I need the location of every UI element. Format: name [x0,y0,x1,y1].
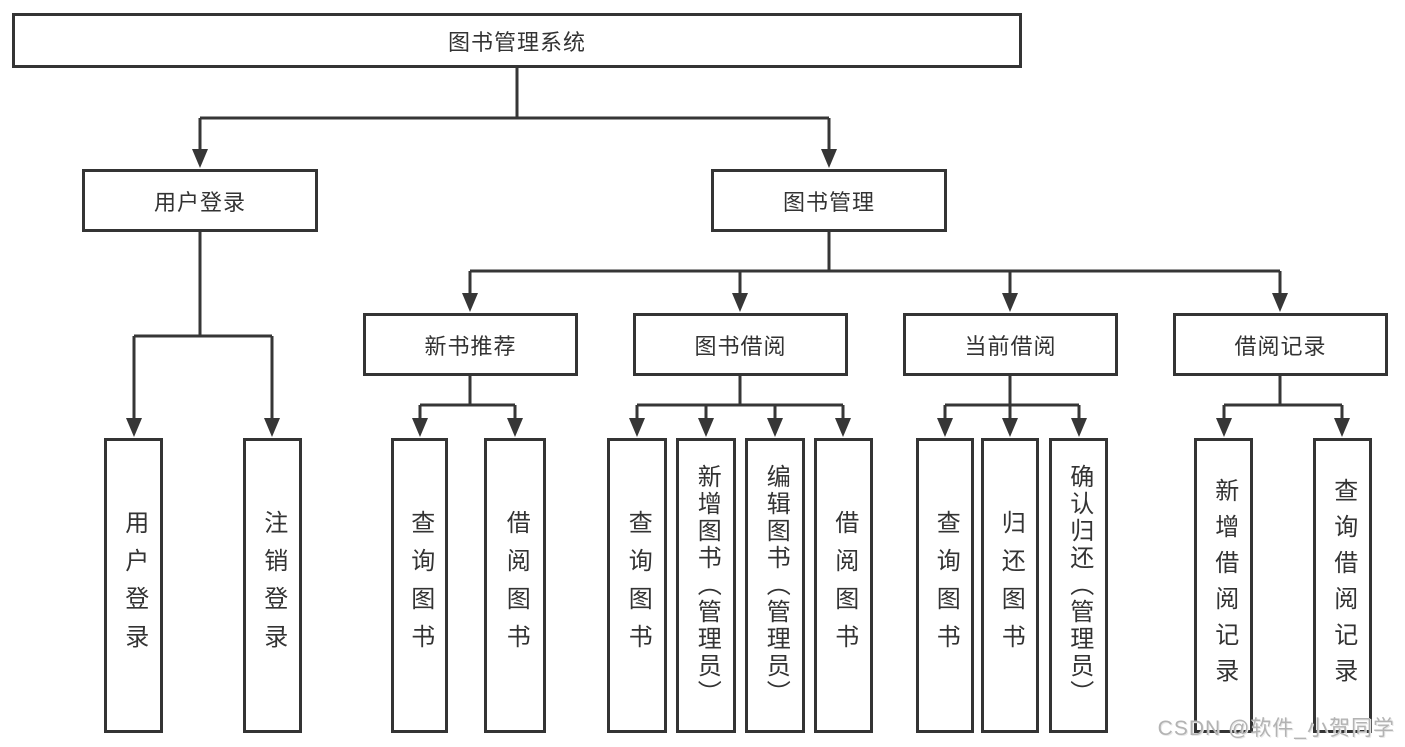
leaf-borrowing-query-books: 查询图书 [607,438,667,733]
leaf-user-login: 用户登录 [104,438,163,733]
leaf-logout: 注销登录 [243,438,302,733]
node-book-borrowing: 图书借阅 [633,313,848,376]
leaf-recommend-borrow-books: 借阅图书 [484,438,546,733]
arrowhead-icons [126,149,1350,437]
leaf-current-query-books: 查询图书 [916,438,974,733]
node-library-management-system: 图书管理系统 [12,13,1022,68]
leaf-current-return-books: 归还图书 [981,438,1039,733]
node-current-borrowing: 当前借阅 [903,313,1118,376]
node-borrowing-records: 借阅记录 [1173,313,1388,376]
leaf-current-confirm-return-admin: 确认归还（管理员） [1049,438,1108,733]
connector-stroke-paths [132,68,1344,420]
leaf-borrowing-borrow-books: 借阅图书 [814,438,873,733]
node-book-management: 图书管理 [711,169,947,232]
leaf-recommend-query-books: 查询图书 [391,438,448,733]
leaf-records-add-borrow-record: 新增借阅记录 [1194,438,1253,733]
leaf-borrowing-add-books-admin: 新增图书（管理员） [676,438,736,733]
leaf-borrowing-edit-books-admin: 编辑图书（管理员） [745,438,805,733]
csdn-watermark: CSDN @软件_小贺同学 [1157,717,1395,740]
node-new-book-recommendation: 新书推荐 [363,313,578,376]
node-user-login: 用户登录 [82,169,318,232]
leaf-records-query-borrow-record: 查询借阅记录 [1313,438,1372,733]
